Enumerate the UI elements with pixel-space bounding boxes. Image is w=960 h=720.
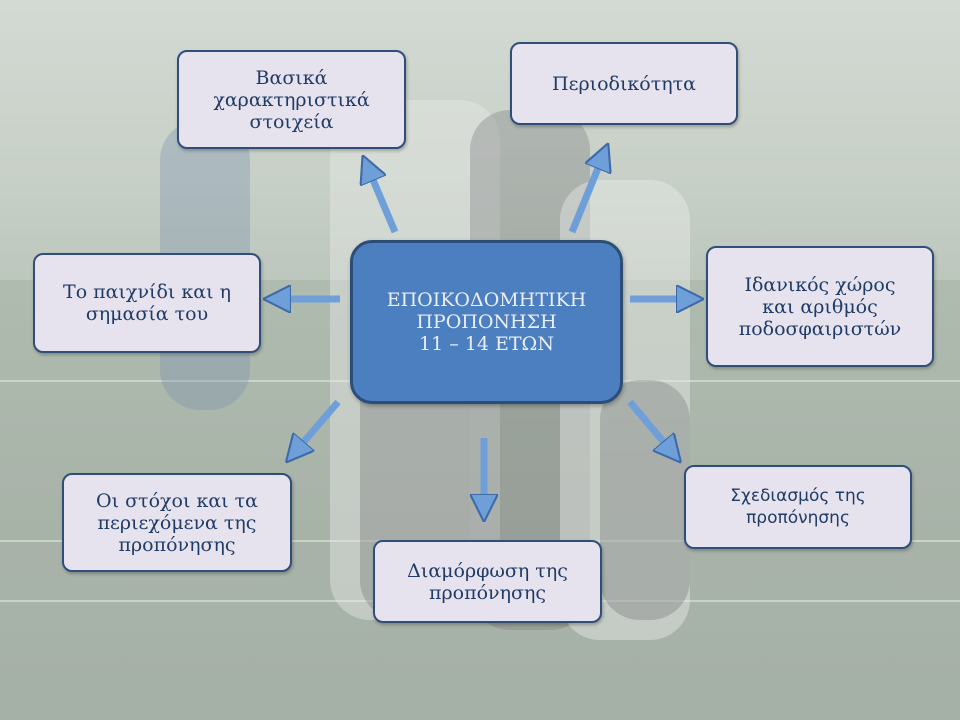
node-ideal-space-label: Ιδανικός χώρος και αριθμός ποδοσφαιριστώ… — [738, 273, 902, 340]
arrow-to-basic-features — [368, 168, 399, 234]
node-training-planning-label: Σχεδιασμός της προπόνησης — [730, 486, 866, 528]
node-training-shaping-label: Διαμόρφωση της προπόνησης — [407, 559, 568, 604]
arrow-to-training-planning — [627, 399, 672, 452]
node-training-planning: Σχεδιασμός της προπόνησης — [684, 465, 912, 549]
arrow-to-goals-contents — [295, 399, 341, 452]
central-topic-text: ΕΠΟΙΚΟΔΟΜΗΤΙΚΗ ΠΡΟΠΟΝΗΣΗ 11 – 14 ΕΤΩΝ — [386, 289, 587, 355]
node-training-shaping: Διαμόρφωση της προπόνησης — [373, 540, 602, 623]
node-goals-contents-label: Οι στόχοι και τα περιεχόμενα της προπόνη… — [96, 489, 258, 556]
node-periodicity: Περιοδικότητα — [510, 42, 738, 125]
central-topic: ΕΠΟΙΚΟΔΟΜΗΤΙΚΗ ΠΡΟΠΟΝΗΣΗ 11 – 14 ΕΤΩΝ — [350, 240, 623, 404]
node-basic-features-label: Βασικά χαρακτηριστικά στοιχεία — [213, 66, 370, 133]
node-basic-features: Βασικά χαρακτηριστικά στοιχεία — [177, 50, 406, 149]
node-game-importance-label: Το παιχνίδι και η σημασία του — [63, 281, 231, 325]
node-game-importance: Το παιχνίδι και η σημασία του — [33, 253, 261, 353]
node-ideal-space: Ιδανικός χώρος και αριθμός ποδοσφαιριστώ… — [706, 246, 934, 367]
arrow-to-periodicity — [568, 156, 603, 234]
node-goals-contents: Οι στόχοι και τα περιεχόμενα της προπόνη… — [62, 473, 292, 572]
node-periodicity-label: Περιοδικότητα — [552, 72, 696, 95]
